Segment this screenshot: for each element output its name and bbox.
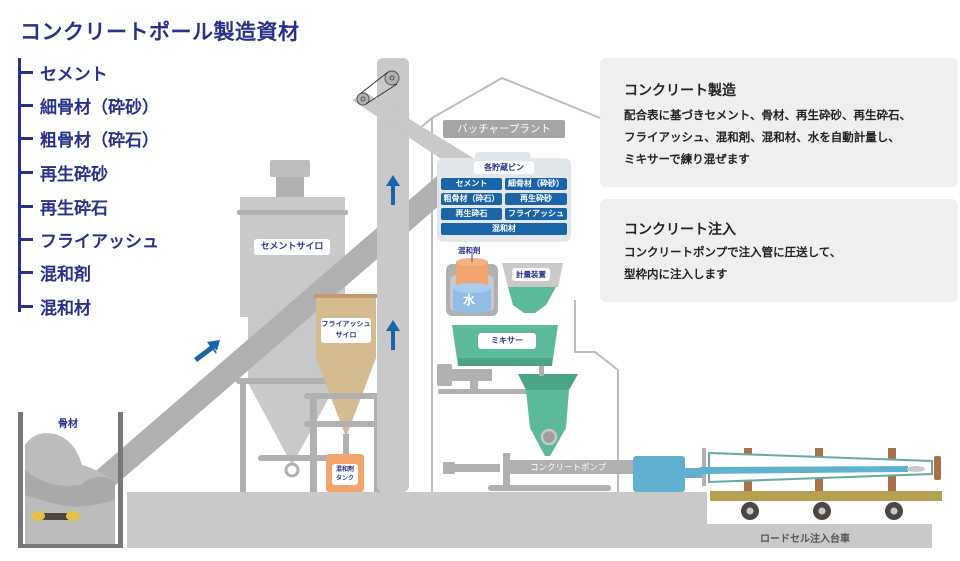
- weighing-label: 計量装置: [512, 268, 550, 281]
- cart-wheel: [885, 502, 903, 520]
- admixture-label: 混和剤: [458, 246, 481, 255]
- card-title: コンクリート製造: [624, 83, 736, 99]
- bin-coarse-aggregate: 粗骨材（砕石）: [441, 193, 502, 205]
- materials-list: セメント 細骨材（砕砂） 粗骨材（砕石） 再生砕砂 再生砕石 フライアッシュ 混…: [18, 56, 218, 326]
- material-item: 細骨材（砕砂）: [40, 98, 159, 118]
- plant-house-outline-right: [574, 300, 619, 492]
- cart-label: ロードセル注入台車: [760, 534, 850, 545]
- material-item: 再生砕石: [40, 199, 108, 219]
- tree-branch: [18, 271, 33, 274]
- batcher-plant-label: バッチャープラント: [457, 123, 551, 135]
- tree-branch: [18, 71, 33, 74]
- tree-branch: [18, 104, 33, 107]
- water-tank: [453, 288, 491, 308]
- flyash-silo-label-line: フライアッシュ: [321, 320, 371, 328]
- admixture-tank-label: 混和剤 タンク: [332, 464, 358, 485]
- pump-cylinder: [633, 456, 685, 492]
- cement-silo-label: セメントサイロ: [254, 239, 330, 255]
- bin-recycled-sand: 再生砕砂: [505, 193, 567, 205]
- cart-wheel: [741, 502, 759, 520]
- flyash-silo-label: フライアッシュ サイロ: [321, 318, 371, 343]
- water-label: 水: [463, 293, 476, 307]
- silo-cap: [270, 160, 310, 177]
- bin-fine-aggregate: 細骨材（砕砂）: [505, 178, 567, 190]
- belt-conveyor: [60, 156, 478, 520]
- arrow-diagonal-icon: [194, 340, 220, 362]
- bin-recycled-gravel: 再生砕石: [441, 208, 502, 220]
- tree-branch: [18, 171, 33, 174]
- cart-wheel: [813, 502, 831, 520]
- flyash-silo-label-line: サイロ: [335, 331, 357, 339]
- concrete-pump-hopper: [526, 390, 569, 456]
- bin-cement: セメント: [441, 178, 502, 190]
- tree-branch: [18, 238, 33, 241]
- card-text-line: 配合表に基づきセメント、骨材、再生砕砂、再生砕石、: [624, 108, 912, 122]
- cart-bed: [710, 491, 942, 501]
- material-item: セメント: [40, 65, 108, 85]
- tree-branch: [18, 137, 33, 140]
- admixture-tank-label-line: タンク: [335, 475, 354, 482]
- plant-house-outline: [431, 76, 601, 492]
- mixer-label: ミキサー: [478, 333, 536, 349]
- batcher-plant-label-bg: [443, 120, 565, 138]
- card-concrete-injection: コンクリート注入 コンクリートポンプで注入管に圧送して、 型枠内に注入します: [600, 199, 958, 302]
- card-title: コンクリート注入: [624, 222, 736, 238]
- material-item: 混和材: [40, 299, 91, 319]
- card-concrete-production: コンクリート製造 配合表に基づきセメント、骨材、再生砕砂、再生砕石、 フライアッ…: [600, 58, 958, 187]
- material-item: 混和剤: [40, 265, 91, 285]
- material-item: 再生砕砂: [40, 165, 108, 185]
- aggregate-pit: [18, 412, 23, 548]
- admixture-tank-label-line: 混和剤: [335, 466, 354, 473]
- card-text-line: フライアッシュ、混和剤、混和材、水を自動計量し、: [624, 130, 900, 144]
- bucket-elevator: [377, 58, 409, 492]
- tree-branch: [18, 305, 33, 308]
- ground-slab: [127, 492, 707, 548]
- material-item: フライアッシュ: [40, 232, 159, 252]
- bin-flyash: フライアッシュ: [505, 208, 567, 220]
- material-item: 粗骨材（砕石）: [40, 131, 159, 151]
- injection-pipe: [700, 466, 908, 474]
- card-text-line: 型枠内に注入します: [624, 267, 728, 281]
- arrow-up-icon: [386, 175, 400, 205]
- card-text-line: ミキサーで練り混ぜます: [624, 152, 750, 166]
- tree-line: [18, 58, 21, 312]
- tree-branch: [18, 205, 33, 208]
- aggregate-label: 骨材: [58, 419, 78, 430]
- cart-ground: [707, 524, 932, 548]
- storage-bins-label: 各貯蔵ビン: [474, 161, 534, 174]
- card-text-line: コンクリートポンプで注入管に圧送して、: [624, 245, 842, 259]
- concrete-pump-pipe: [510, 460, 635, 474]
- arrow-up-icon: [386, 320, 400, 350]
- bin-admixture-material: 混和材: [441, 223, 567, 235]
- pump-label: コンクリートポンプ: [530, 463, 607, 473]
- page-title: コンクリートポール製造資材: [20, 20, 300, 44]
- weighing-device: [508, 287, 556, 313]
